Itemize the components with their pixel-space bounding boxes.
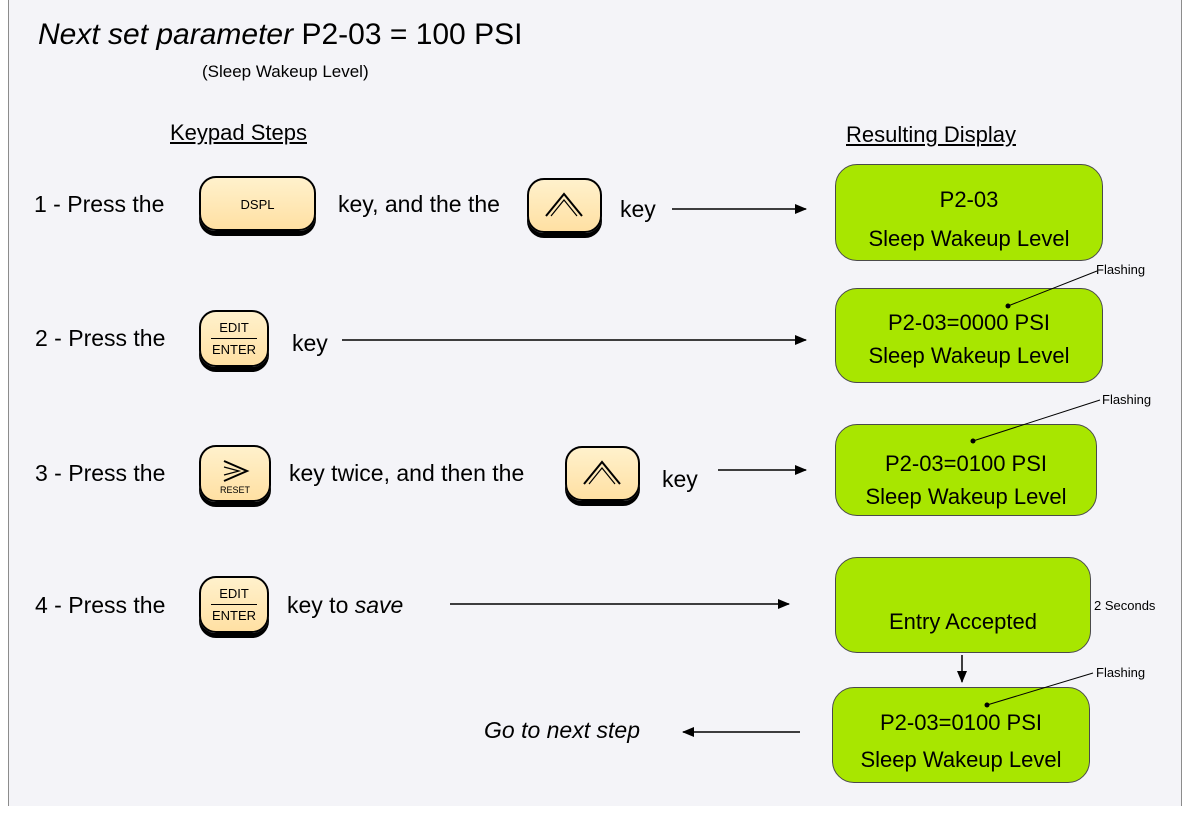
step4-prefix: 4 - Press the — [35, 592, 166, 618]
lcd-display-1: P2-03 Sleep Wakeup Level — [835, 164, 1103, 261]
go-to-next-step: Go to next step — [484, 717, 640, 743]
lcd-display-2: P2-03=0000 PSI Sleep Wakeup Level — [835, 288, 1103, 383]
right-arrow-icon — [223, 460, 250, 482]
lcd-line1: P2-03=0000 PSI — [887, 310, 1051, 335]
dspl-key-label: DSPL — [240, 197, 275, 212]
keypad-steps-header: Keypad Steps — [170, 120, 307, 145]
reset-label: RESET — [219, 485, 250, 495]
flashing-leader-1 — [1007, 270, 1098, 307]
step2-prefix: 2 - Press the — [35, 325, 166, 351]
step3-prefix: 3 - Press the — [35, 460, 166, 486]
shift-reset-key[interactable]: RESET — [199, 445, 271, 502]
lcd-line1: P2-03=0100 PSI — [884, 451, 1048, 476]
step3-mid: key twice, and then the — [289, 460, 525, 486]
resulting-display-header: Resulting Display — [846, 122, 1016, 147]
up-key-step1[interactable] — [527, 178, 602, 233]
key-divider — [211, 604, 257, 605]
lcd-display-4: Entry Accepted — [835, 557, 1091, 653]
up-key-step3[interactable] — [565, 446, 640, 501]
lcd-line1: Entry Accepted — [889, 609, 1037, 634]
lcd-line2: Sleep Wakeup Level — [860, 747, 1062, 772]
flashing-note-3: Flashing — [1096, 665, 1146, 680]
flashing-leader-3 — [986, 672, 1094, 706]
flashing-leader-2 — [972, 399, 1101, 442]
step1-suffix: key — [620, 196, 656, 222]
flashing-note-1: Flashing — [1096, 262, 1146, 277]
enter-label: ENTER — [211, 342, 257, 357]
lcd-line2: Sleep Wakeup Level — [868, 226, 1070, 251]
page-subtitle: (Sleep Wakeup Level) — [202, 62, 369, 81]
flashing-dot-3 — [984, 702, 990, 708]
step4-suffix: key to save — [287, 592, 404, 618]
edit-label: EDIT — [219, 586, 249, 601]
enter-label: ENTER — [211, 608, 257, 623]
step1-prefix: 1 - Press the — [34, 191, 165, 217]
lcd-line2: Sleep Wakeup Level — [865, 484, 1067, 509]
step2-suffix: key — [292, 330, 328, 356]
lcd-line2: Sleep Wakeup Level — [868, 343, 1070, 368]
edit-enter-key-step2[interactable]: EDIT ENTER — [199, 310, 269, 367]
dspl-key[interactable]: DSPL — [199, 176, 316, 231]
lcd-display-3: P2-03=0100 PSI Sleep Wakeup Level — [835, 424, 1097, 516]
flashing-dot-1 — [1005, 303, 1011, 309]
up-arrow-icon — [583, 460, 621, 485]
lcd-display-5: P2-03=0100 PSI Sleep Wakeup Level — [832, 687, 1090, 783]
step3-suffix: key — [662, 466, 698, 492]
step1-mid: key, and the the — [338, 191, 500, 217]
up-arrow-icon — [545, 192, 583, 217]
edit-enter-key-step4[interactable]: EDIT ENTER — [199, 576, 269, 633]
flashing-dot-2 — [970, 438, 976, 444]
key-divider — [211, 338, 257, 339]
edit-label: EDIT — [219, 320, 249, 335]
lcd-line1: P2-03 — [939, 187, 999, 212]
two-seconds-note: 2 Seconds — [1094, 598, 1156, 613]
lcd-line1: P2-03=0100 PSI — [879, 710, 1043, 735]
diagram-frame — [8, 0, 1182, 806]
page-title: Next set parameter P2-03 = 100 PSI — [38, 18, 523, 51]
flashing-note-2: Flashing — [1102, 392, 1152, 407]
